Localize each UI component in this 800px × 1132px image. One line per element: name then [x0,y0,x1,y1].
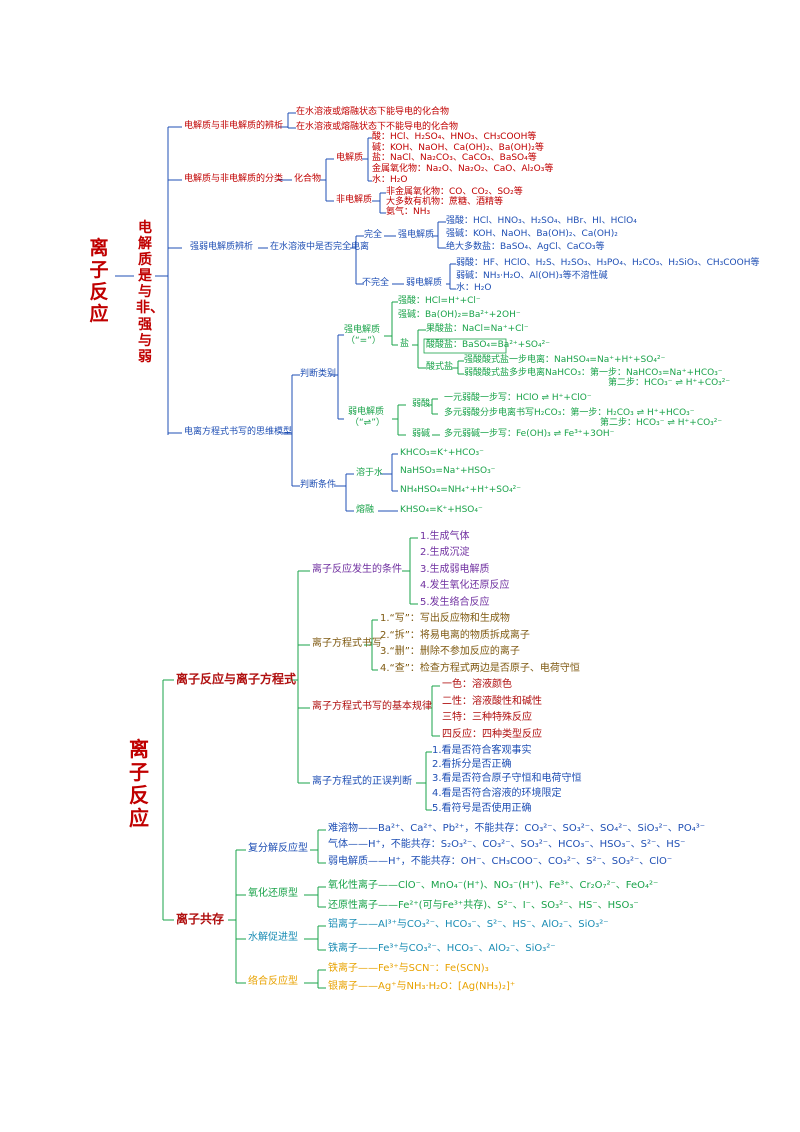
b4-label: 电离方程式书写的思维模型 [184,426,293,437]
b4-acid-salt-1: 强酸酸式盐一步电离：NaHSO₄=Na⁺+H⁺+SO₄²⁻ [464,354,666,365]
b2-electrolyte: 电解质 [336,152,364,163]
b3-weak-item: 水：H₂O [456,282,492,293]
b4-weak-acid: 弱酸 [412,398,431,409]
part1-title: 离子反应 [89,237,109,325]
b2-electrolyte-item: 水：H₂O [372,174,408,185]
b4-salt: 盐 [400,338,410,349]
rules-label: 离子方程式书写的基本规律 [312,701,432,712]
cond-label: 离子反应发生的条件 [312,564,402,575]
b4-molten: 熔融 [356,504,375,515]
b4-weak: 弱电解质 [348,406,385,417]
rules-item: 四反应：四种类型反应 [442,729,542,740]
redox-label: 氧化还原型 [248,888,298,899]
b4-acid-salt-2: 弱酸酸式盐多步电离NaHCO₃：第一步：NaHCO₃=Na⁺+HCO₃⁻ [464,367,723,378]
cond-item: 4.发生氧化还原反应 [420,580,510,591]
b4-molten-item: KHSO₄=K⁺+HSO₄⁻ [400,504,483,515]
b3-mid: 在水溶液中是否完全电离 [270,241,370,252]
judge-item: 5.看符号是否使用正确 [432,803,532,814]
b2-electrolyte-item: 盐：NaCl、Na₂CO₃、CaCO₃、BaSO₄等 [372,152,537,163]
b3-full: 完全 [364,229,383,240]
b3-label: 强弱电解质辨析 [190,241,254,252]
judge-item: 3.看是否符合原子守恒和电荷守恒 [432,773,582,784]
judge-item: 1.看是否符合客观事实 [432,745,532,756]
b3-weak: 弱电解质 [406,277,443,288]
b4-weak-base: 弱碱 [412,428,431,439]
write-item: 1.“写”：写出反应物和生成物 [380,613,510,624]
hydro-label: 水解促进型 [248,932,298,943]
cond-item: 1.生成气体 [420,531,470,542]
b2-label: 电解质与非电解质的分类 [184,173,284,184]
b2-mid: 化合物 [294,173,322,184]
hydro-item: 铁离子——Fe³⁺与CO₃²⁻、HCO₃⁻、AlO₂⁻、SiO₃²⁻ [328,943,556,954]
b3-partial: 不完全 [362,277,390,288]
label-frame [423,338,507,354]
b2-nonelectrolyte-item: 非金属氧化物：CO、CO₂、SO₂等 [386,186,523,197]
b3-strong-item: 强碱：KOH、NaOH、Ba(OH)₂、Ca(OH)₂ [446,228,618,239]
b4-weak-acid-2: 多元弱酸分步电离书写H₂CO₃：第一步：H₂CO₃ ⇌ H⁺+HCO₃⁻ [444,407,695,418]
double-label: 复分解反应型 [248,843,308,854]
b4-in-water: 溶于水 [356,467,384,478]
b3-strong-item: 强酸：HCl、HNO₃、H₂SO₄、HBr、HI、HClO₄ [446,215,637,226]
cond-item: 5.发生络合反应 [420,597,490,608]
b1-item: 在水溶液或熔融状态下不能导电的化合物 [296,121,459,132]
complex-item: 铁离子——Fe³⁺与SCN⁻：Fe(SCN)₃ [328,963,489,974]
b2-nonelectrolyte-item: 氨气：NH₃ [386,206,431,217]
double-item: 弱电解质——H⁺，不能共存：OH⁻、CH₃COO⁻、CO₃²⁻、S²⁻、SO₃²… [328,856,673,867]
complex-label: 络合反应型 [248,976,298,987]
b4-weak-acid-3: 第二步：HCO₃⁻ ⇌ H⁺+CO₃²⁻ [600,417,723,428]
write-label: 离子方程式书写 [312,638,382,649]
double-item: 难溶物——Ba²⁺、Ca²⁺、Pb²⁺，不能共存：CO₃²⁻、SO₃²⁻、SO₄… [328,823,706,834]
rules-item: 一色：溶液颜色 [442,679,512,690]
double-item: 气体——H⁺，不能共存：S₂O₃²⁻、CO₃²⁻、SO₃²⁻、HCO₃⁻、HSO… [328,839,686,850]
b4-acid-salt: 酸式盐 [426,361,454,372]
write-item: 3.“删”：删除不参加反应的离子 [380,646,520,657]
b4-weak-mark: （“⇌”） [350,417,385,428]
cond-item: 2.生成沉淀 [420,547,470,558]
b1-item: 在水溶液或熔融状态下能导电的化合物 [296,106,450,117]
b4-in-water-item: KHCO₃=K⁺+HCO₃⁻ [400,447,484,458]
rules-item: 三特：三种特殊反应 [442,712,532,723]
b4-strong-base: 强碱：Ba(OH)₂=Ba²⁺+2OH⁻ [398,309,521,320]
write-item: 2.“拆”：将易电离的物质拆成离子 [380,630,530,641]
b4-strong-acid: 强酸：HCl=H⁺+Cl⁻ [398,295,481,306]
part2-title: 离子反应 [129,737,149,830]
b4-acid-salt-3: 第二步：HCO₃⁻ ⇌ H⁺+CO₃²⁻ [608,377,731,388]
write-item: 4.“查”：检查方程式两边是否原子、电荷守恒 [380,663,580,674]
b2-electrolyte-item: 酸：HCl、H₂SO₄、HNO₃、CH₃COOH等 [372,131,537,142]
b3-weak-item: 弱酸：HF、HClO、H₂S、H₂SO₃、H₃PO₄、H₂CO₃、H₂SiO₃、… [456,257,760,268]
b3-strong: 强电解质 [398,229,435,240]
b2-electrolyte-item: 碱：KOH、NaOH、Ca(OH)₂、Ba(OH)₂等 [372,142,544,153]
judge-label: 离子方程式的正误判断 [312,776,412,787]
part1-subtitle: 电解质是与非、强与弱 [136,220,164,365]
b4-normal-salt2: 酸酸盐：BaSO₄=Ba²⁺+SO₄²⁻ [426,339,550,350]
b3-weak-item: 弱碱：NH₃·H₂O、Al(OH)₃等不溶性碱 [456,270,608,281]
cond-item: 3.生成弱电解质 [420,564,490,575]
judge-item: 2.看拆分是否正确 [432,759,512,770]
b4-in-water-item: NH₄HSO₄=NH₄⁺+H⁺+SO₄²⁻ [400,484,522,495]
hydro-item: 铝离子——Al³⁺与CO₃²⁻、HCO₃⁻、S²⁻、HS⁻、AlO₂⁻、SiO₃… [328,919,609,930]
b4-judge-type: 判断类别 [300,368,337,379]
judge-item: 4.看是否符合溶液的环境限定 [432,788,562,799]
b3-strong-item: 绝大多数盐：BaSO₄、AgCl、CaCO₃等 [446,241,605,252]
b4-weak-base-item: 多元弱碱一步写：Fe(OH)₃ ⇌ Fe³⁺+3OH⁻ [444,428,615,439]
b4-judge-cond: 判断条件 [300,479,337,490]
b4-weak-acid-1: 一元弱酸一步写：HClO ⇌ H⁺+ClO⁻ [444,392,592,403]
redox-item: 氧化性离子——ClO⁻、MnO₄⁻(H⁺)、NO₃⁻(H⁺)、Fe³⁺、Cr₂O… [328,880,659,891]
b2-nonelectrolyte: 非电解质 [336,194,373,205]
b4-strong: 强电解质 [344,324,381,335]
rules-item: 二性：溶液酸性和碱性 [442,696,542,707]
b4-in-water-item: NaHSO₃=Na⁺+HSO₃⁻ [400,465,496,476]
b4-strong-mark: （“=”） [346,335,381,346]
complex-item: 银离子——Ag⁺与NH₃·H₂O：[Ag(NH₃)₂]⁺ [328,981,516,992]
b1-label: 电解质与非电解质的辨析 [184,120,284,131]
reaction-label: 离子反应与离子方程式 [176,671,297,686]
b4-normal-salt: 果酸盐：NaCl=Na⁺+Cl⁻ [426,323,529,334]
b2-nonelectrolyte-item: 大多数有机物：蔗糖、酒精等 [386,196,504,207]
coexist-label: 离子共存 [176,911,225,926]
redox-item: 还原性离子——Fe²⁺(可与Fe³⁺共存)、S²⁻、I⁻、SO₃²⁻、HS⁻、H… [328,900,639,911]
b2-electrolyte-item: 金属氧化物：Na₂O、Na₂O₂、CaO、Al₂O₃等 [372,163,554,174]
